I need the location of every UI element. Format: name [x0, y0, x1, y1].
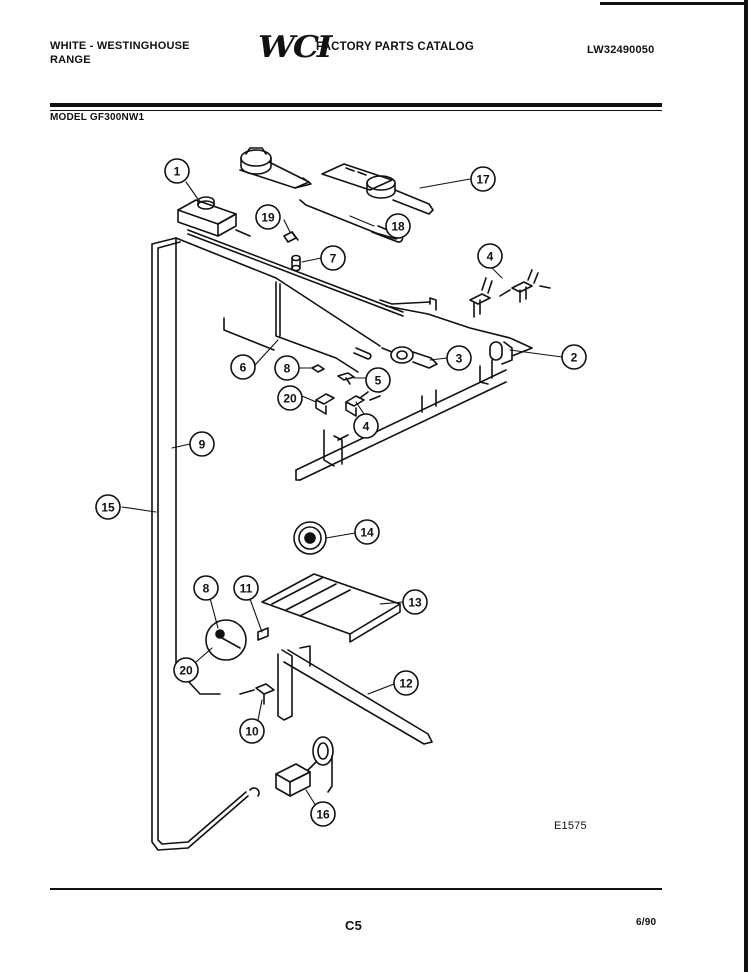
- callout-4-upper: 4: [477, 243, 503, 269]
- callout-12: 12: [393, 670, 419, 696]
- callout-20-upper: 20: [277, 385, 303, 411]
- brand-name: WHITE - WESTINGHOUSE: [50, 40, 190, 52]
- pilot-unit: [291, 254, 301, 272]
- callout-6: 6: [230, 354, 256, 380]
- document-number: LW32490050: [587, 44, 655, 56]
- callout-label: 8: [284, 362, 291, 376]
- callout-label: 14: [360, 526, 374, 540]
- callout-label: 13: [408, 596, 422, 610]
- revision-date: 6/90: [636, 917, 657, 928]
- header-rule: [50, 103, 662, 107]
- callout-2: 2: [561, 344, 587, 370]
- oven-thermostat-knob: [205, 619, 247, 661]
- product-type: RANGE: [50, 54, 91, 66]
- frame-right-edge: [744, 0, 748, 972]
- burner-baffle: [261, 573, 401, 643]
- orifice-hood: [257, 627, 269, 641]
- catalog-title: FACTORY PARTS CATALOG: [316, 41, 474, 53]
- callout-19: 19: [255, 204, 281, 230]
- thermocouple-line: [175, 237, 381, 347]
- callout-label: 5: [375, 374, 382, 388]
- header-rule-thin: [50, 110, 662, 111]
- callout-4-lower: 4: [353, 413, 379, 439]
- callout-label: 6: [240, 361, 247, 375]
- callout-label: 20: [283, 392, 297, 406]
- callout-label: 7: [330, 252, 337, 266]
- manifold: [379, 297, 533, 365]
- callout-7: 7: [320, 245, 346, 271]
- callout-11: 11: [233, 575, 259, 601]
- oven-burner-cap: [293, 521, 327, 555]
- thermostat-valve: [177, 196, 251, 237]
- burner-valve-pair: [469, 269, 551, 318]
- callout-14: 14: [354, 519, 380, 545]
- callout-label: 11: [240, 582, 253, 596]
- callout-15: 15: [95, 494, 121, 520]
- callout-8-upper: 8: [274, 355, 300, 381]
- callout-10: 10: [239, 718, 265, 744]
- callout-label: 15: [101, 501, 115, 515]
- wci-logo: WCI: [258, 30, 332, 65]
- callout-16: 16: [310, 801, 336, 827]
- brand-block: WHITE - WESTINGHOUSE RANGE: [50, 39, 190, 67]
- oven-pilot: [239, 683, 275, 705]
- small-fittings: [311, 364, 381, 417]
- callout-label: 8: [203, 582, 210, 596]
- top-burner-right: [321, 163, 434, 215]
- burner-clip: [283, 231, 299, 243]
- footer-rule: [50, 888, 662, 890]
- callout-17: 17: [470, 166, 496, 192]
- page-number: C5: [345, 918, 363, 933]
- callout-8-lower: 8: [193, 575, 219, 601]
- leader-lines: [121, 178, 563, 807]
- callout-label: 18: [391, 220, 405, 234]
- callout-label: 3: [456, 352, 463, 366]
- callout-5: 5: [365, 367, 391, 393]
- frame-top-edge: [600, 2, 746, 5]
- callout-label: 20: [179, 664, 193, 678]
- callout-label: 19: [261, 211, 275, 225]
- callout-label: 9: [199, 438, 206, 452]
- safety-valve: [275, 736, 334, 797]
- burner-rail: [295, 359, 507, 481]
- pilot-tube: [223, 281, 372, 373]
- callout-18: 18: [385, 213, 411, 239]
- callout-9: 9: [189, 431, 215, 457]
- callout-3: 3: [446, 345, 472, 371]
- callout-1: 1: [164, 158, 190, 184]
- gas-tube-upper-2: [187, 233, 404, 317]
- callout-label: 12: [399, 677, 413, 691]
- model-number: MODEL GF300NW1: [50, 112, 145, 123]
- callout-label: 16: [316, 808, 330, 822]
- callout-label: 4: [363, 420, 370, 434]
- callout-label: 2: [571, 351, 578, 365]
- callout-label: 4: [487, 250, 494, 264]
- callout-20-lower: 20: [173, 657, 199, 683]
- figure-code: E1575: [554, 820, 587, 832]
- oven-gas-line: [151, 237, 260, 851]
- callout-label: 1: [174, 165, 181, 179]
- callout-label: 17: [476, 173, 490, 187]
- oven-valve: [381, 346, 438, 369]
- callout-label: 10: [245, 725, 259, 739]
- bake-burner: [277, 645, 433, 745]
- callout-13: 13: [402, 589, 428, 615]
